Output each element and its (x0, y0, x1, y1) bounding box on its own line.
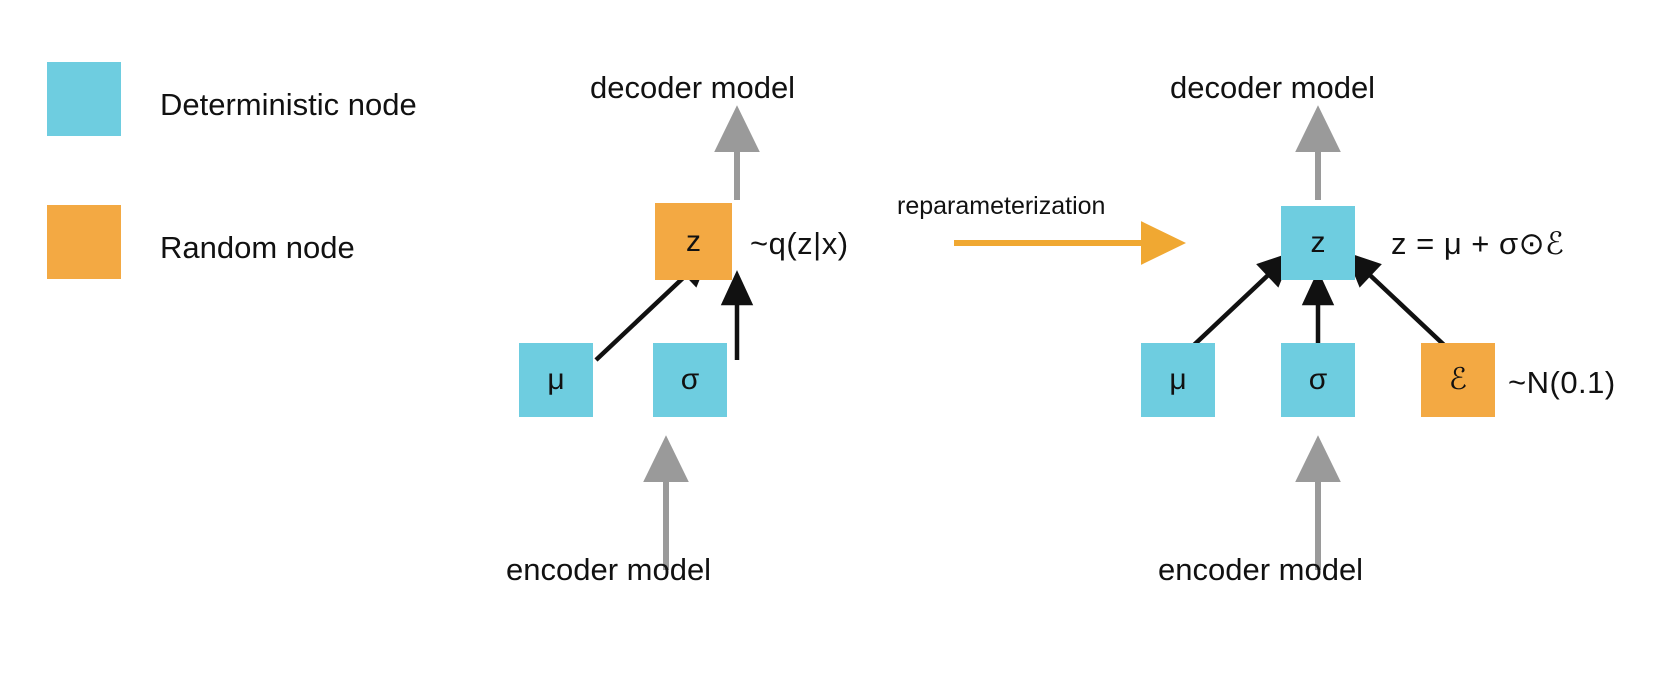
right-mu-node-label: μ (1169, 363, 1187, 396)
left-mu-node[interactable]: μ (519, 343, 593, 417)
right-z-node[interactable]: z (1281, 206, 1355, 280)
left-mu-node-label: μ (547, 363, 565, 396)
legend-swatch-random (47, 205, 121, 279)
right-sigma-node[interactable]: σ (1281, 343, 1355, 417)
right-epsilon-node-label: ℰ (1448, 363, 1468, 396)
right-z-annotation: z = μ + σ⊙ℰ (1391, 226, 1565, 261)
left-decoder-model-caption: decoder model (590, 70, 796, 105)
right-encoder-model-caption: encoder model (1158, 552, 1364, 587)
left-encoder-model-caption: encoder model (506, 552, 712, 587)
right-decoder-model-caption: decoder model (1170, 70, 1376, 105)
right-mu-node[interactable]: μ (1141, 343, 1215, 417)
right-epsilon-annotation: ~N(0.1) (1508, 365, 1616, 400)
reparameterization-label: reparameterization (897, 192, 1106, 220)
legend-swatch-deterministic (47, 62, 121, 136)
legend-label-deterministic: Deterministic node (160, 87, 417, 122)
right-epsilon-node[interactable]: ℰ (1421, 343, 1495, 417)
left-z-node-label: z (686, 224, 701, 258)
right-sigma-node-label: σ (1308, 363, 1328, 396)
left-sigma-node-label: σ (680, 363, 700, 396)
legend-label-random: Random node (160, 230, 355, 265)
left-sigma-node[interactable]: σ (653, 343, 727, 417)
left-z-node[interactable]: z (655, 203, 732, 280)
right-z-node-label: z (1310, 226, 1326, 259)
left-z-annotation: ~q(z|x) (750, 226, 849, 261)
